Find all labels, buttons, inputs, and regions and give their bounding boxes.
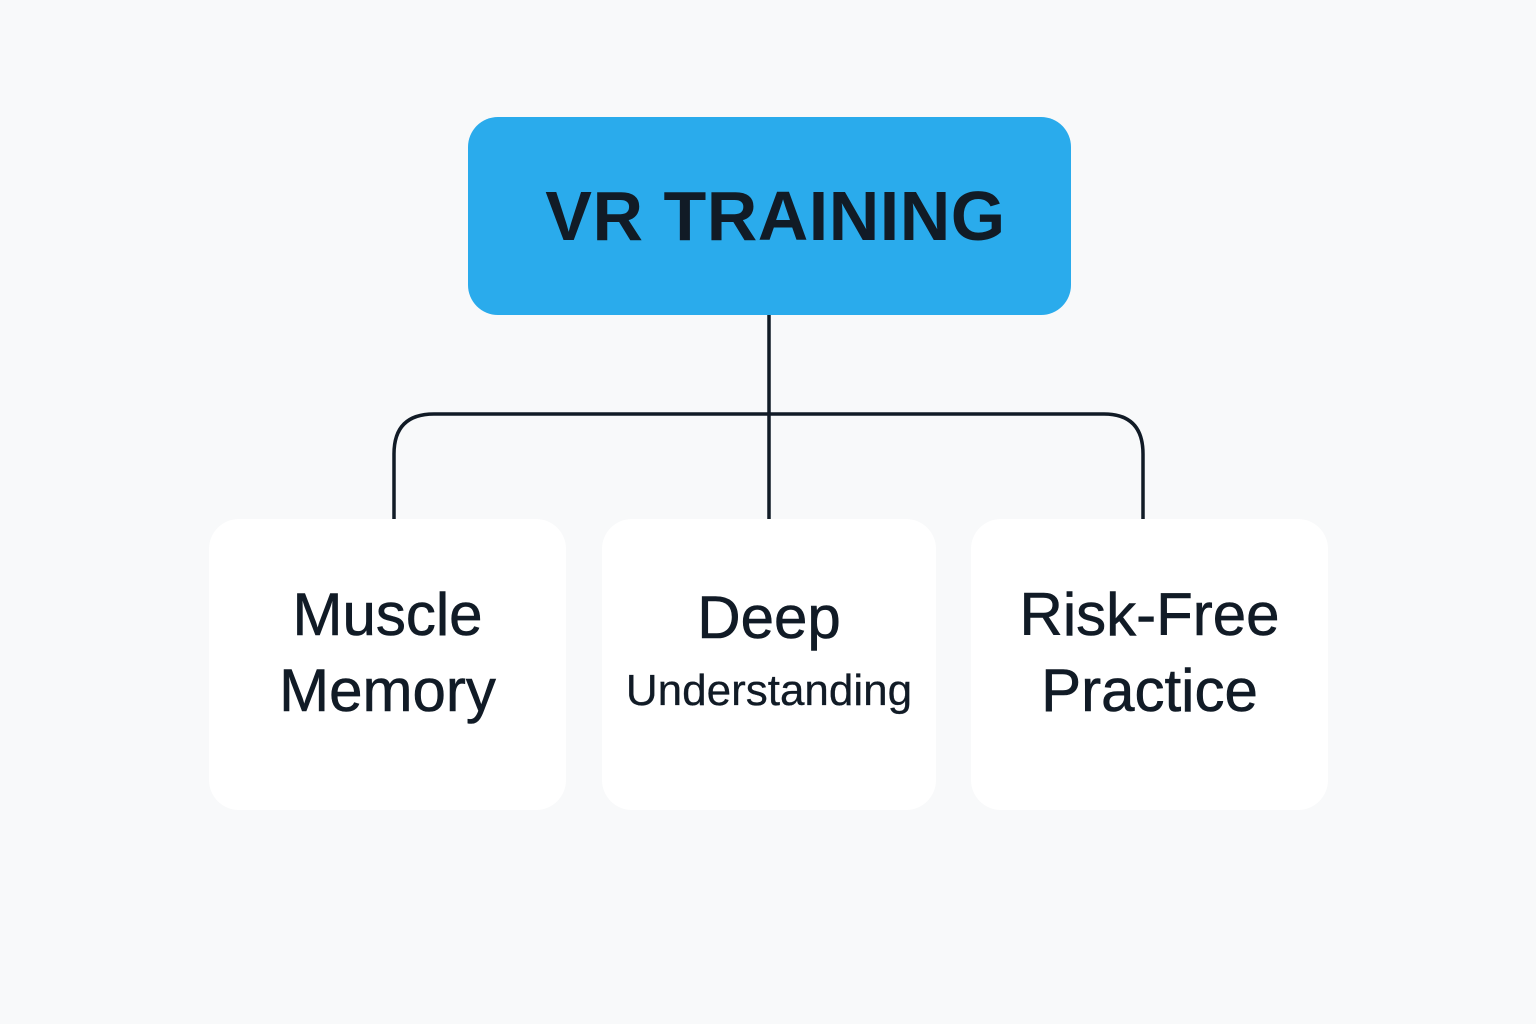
child-node-risk-free-practice: Risk-Free Practice xyxy=(971,519,1328,810)
child-label-line: Understanding xyxy=(625,665,913,715)
child-label-line: Practice xyxy=(1041,656,1258,724)
root-label: VR TRAINING xyxy=(545,177,1006,255)
child-label-line: Deep xyxy=(697,583,841,651)
child-node-deep-understanding: Deep Understanding xyxy=(602,519,936,810)
root-node-vr-training: VR TRAINING xyxy=(468,117,1071,315)
connector-to-risk-free-practice xyxy=(769,412,1145,519)
child-node-muscle-memory: Muscle Memory xyxy=(209,519,566,810)
connector-to-muscle-memory xyxy=(392,412,769,519)
child-label-line: Muscle xyxy=(292,580,483,648)
child-label-line: Risk-Free xyxy=(1019,580,1280,648)
child-label-line: Memory xyxy=(279,656,496,724)
